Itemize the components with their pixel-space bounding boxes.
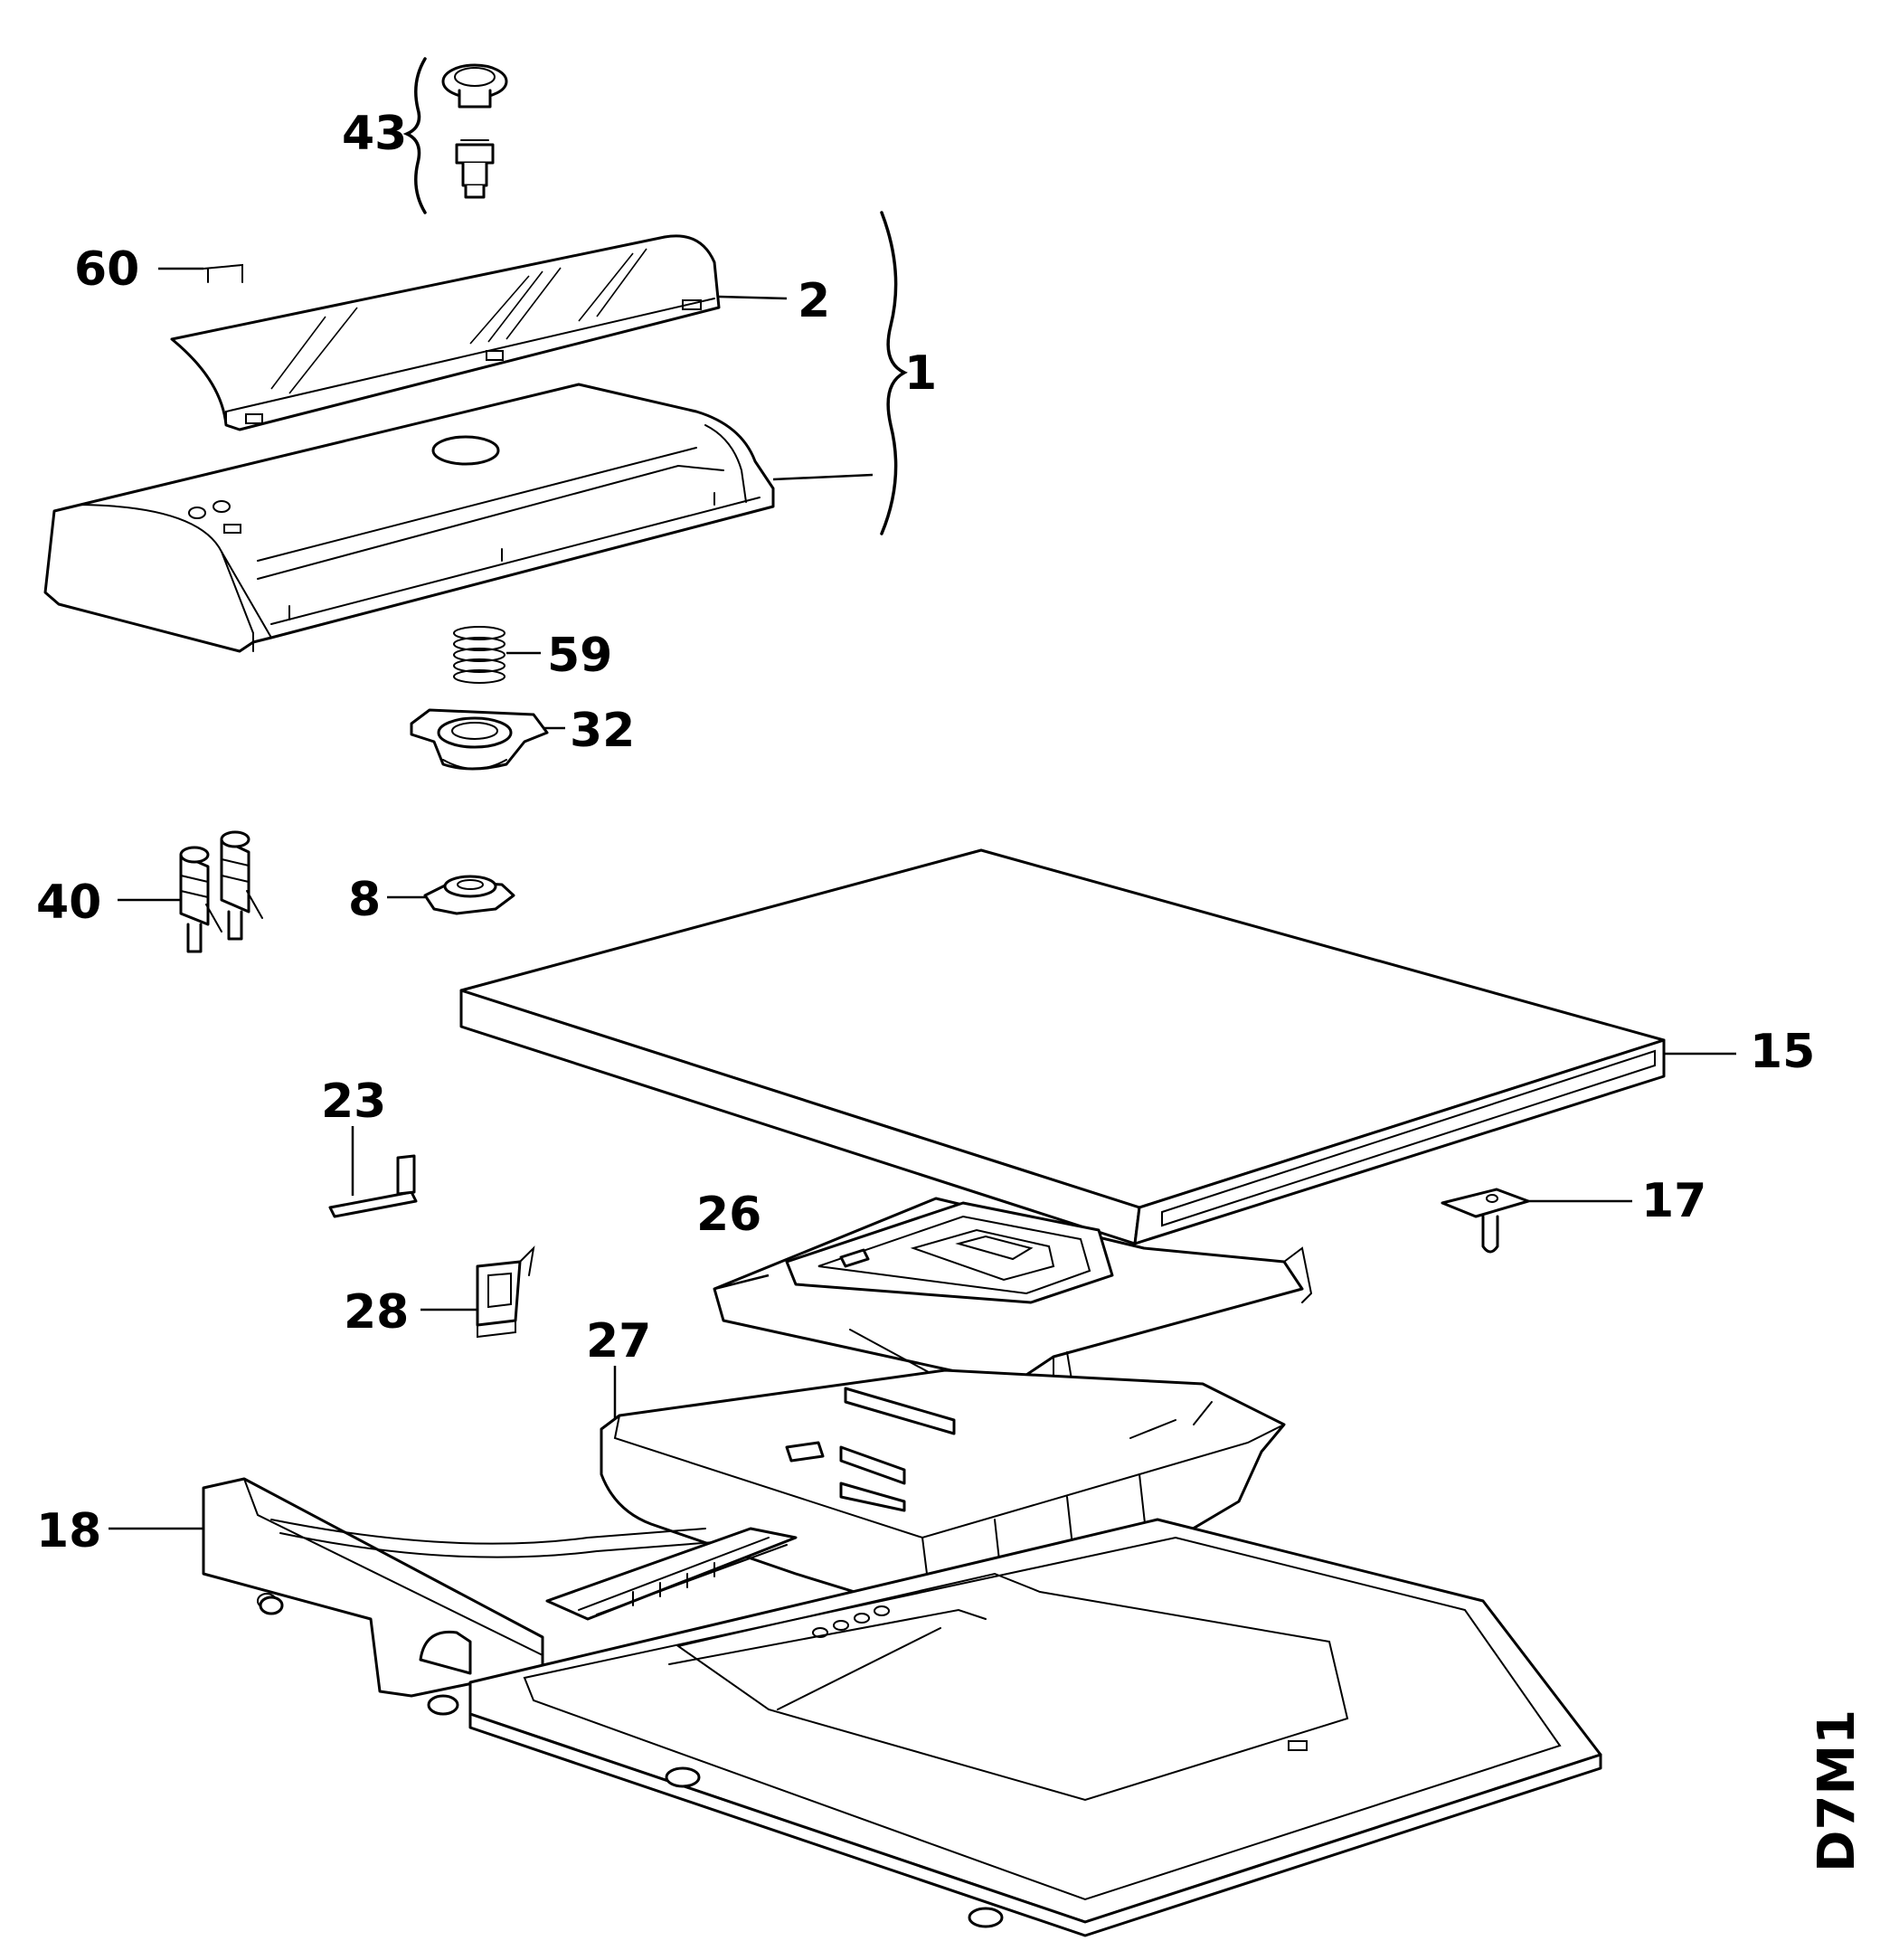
part-8-cam [387,875,515,915]
label-2: 2 [798,274,830,328]
label-59: 59 [547,629,612,683]
label-15: 15 [1750,1025,1815,1079]
part-40-switches [118,830,263,953]
part-23-rod [328,1126,418,1218]
part-18-frame [109,1477,798,1698]
part-15-lid [459,848,1736,1245]
label-60: 60 [74,242,139,297]
label-23: 23 [321,1075,386,1129]
label-1: 1 [904,346,937,401]
part-1-control-panel-housing [43,383,874,653]
part-28-latch [420,1245,535,1339]
part-32-dial-housing [410,708,565,771]
part-2-panel-cover [170,234,788,431]
label-32: 32 [570,704,635,758]
drawing-code: D7M1 [1808,1709,1866,1872]
label-27: 27 [586,1314,651,1368]
label-18: 18 [36,1504,101,1558]
part-17-bracket [1441,1188,1632,1254]
part-59-spring [453,626,541,684]
label-28: 28 [344,1285,409,1340]
base-plate [259,1518,1602,1937]
label-17: 17 [1641,1174,1706,1228]
label-8: 8 [348,873,381,927]
part-43-knobs [402,57,508,214]
part-26-drawer-housing [713,1197,1313,1413]
label-43: 43 [342,107,407,161]
part-60-clip [158,263,243,283]
part-1-brace [880,211,908,535]
label-40: 40 [36,876,101,930]
label-26: 26 [696,1188,761,1242]
